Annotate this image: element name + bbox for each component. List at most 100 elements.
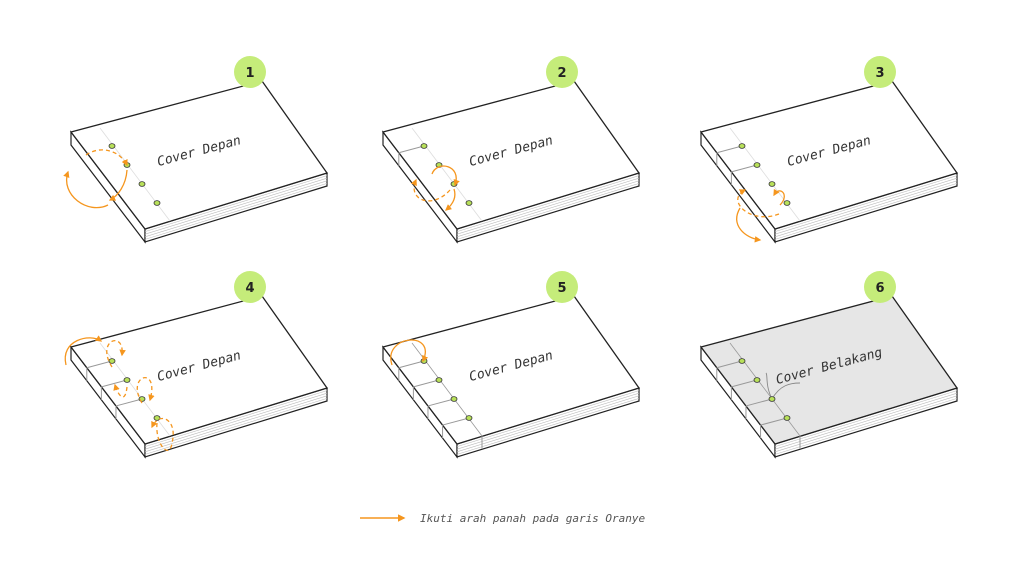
thread-ends <box>765 372 801 400</box>
page-line <box>144 395 328 453</box>
step-number: 1 <box>245 66 254 81</box>
stitch <box>731 164 758 173</box>
page-line <box>774 175 958 232</box>
page-line <box>456 398 640 455</box>
binding-hole <box>465 200 473 206</box>
stitch <box>398 360 425 369</box>
thread-direction-arrow <box>737 189 780 218</box>
thread-direction-arrow <box>64 335 103 366</box>
page-line <box>774 180 958 238</box>
stitch <box>716 360 743 369</box>
page-line <box>456 395 640 453</box>
binding-hole <box>738 143 746 149</box>
page-line <box>144 392 328 450</box>
book <box>699 80 959 244</box>
page-line <box>456 183 640 240</box>
book <box>381 295 641 459</box>
binding-hole <box>123 377 131 383</box>
binding-hole <box>420 143 428 149</box>
page-line <box>144 390 328 447</box>
thread-direction-arrow <box>63 170 109 209</box>
page-line <box>144 398 328 455</box>
binding-hole <box>123 162 131 168</box>
page-line <box>774 392 958 450</box>
step-number: 6 <box>875 281 884 296</box>
thread-direction-arrow <box>113 383 128 398</box>
binding-hole <box>138 181 146 187</box>
stitch <box>427 398 455 407</box>
step-number: 5 <box>557 281 566 296</box>
thread-direction-arrow <box>773 188 785 206</box>
page-line <box>456 177 640 235</box>
stitch <box>442 417 470 426</box>
book-cover <box>381 80 641 230</box>
page-line <box>144 175 328 232</box>
stitch <box>745 398 773 407</box>
legend: Ikuti arah panah pada garis Oranye <box>360 512 646 525</box>
binding-hole <box>738 358 746 364</box>
step-number: 2 <box>557 66 566 81</box>
page-line <box>456 390 640 447</box>
binding-hole <box>783 415 791 421</box>
stitch <box>760 417 788 426</box>
binding-hole <box>753 377 761 383</box>
book-cover <box>699 80 959 230</box>
binding-hole <box>768 181 776 187</box>
thread-direction-arrow <box>108 169 128 201</box>
thread-direction-arrow <box>410 178 451 202</box>
stitch <box>86 360 113 369</box>
book-cover <box>699 295 959 445</box>
page-line <box>774 183 958 240</box>
thread-direction-arrow <box>106 340 126 368</box>
binding-hole <box>450 396 458 402</box>
page-line <box>144 183 328 240</box>
page-line <box>774 390 958 447</box>
binding-hole <box>138 396 146 402</box>
page-line <box>456 180 640 238</box>
thread-direction-arrow <box>736 207 762 243</box>
binding-hole <box>153 415 161 421</box>
step-badge: 4 <box>234 271 266 303</box>
book <box>69 80 329 244</box>
book-cover <box>69 80 329 230</box>
step-badge: 3 <box>864 56 896 88</box>
thread-direction-arrow <box>445 188 456 211</box>
stitch <box>101 379 128 388</box>
stitch <box>731 379 758 388</box>
step-badge: 6 <box>864 271 896 303</box>
step-number: 4 <box>245 281 254 296</box>
binding-hole <box>753 162 761 168</box>
book <box>699 295 959 459</box>
step-badge: 2 <box>546 56 578 88</box>
binding-hole <box>435 377 443 383</box>
page-line <box>456 392 640 450</box>
stitch <box>398 145 425 154</box>
stitch <box>115 398 143 407</box>
stitch <box>716 145 743 154</box>
thread-direction-arrow <box>390 339 429 366</box>
binding-hole <box>108 143 116 149</box>
thread-direction-arrow <box>431 165 460 187</box>
step-badge: 1 <box>234 56 266 88</box>
legend-text: Ikuti arah panah pada garis Oranye <box>420 512 646 525</box>
page-line <box>774 177 958 235</box>
page-line <box>774 398 958 455</box>
stitch <box>413 379 440 388</box>
page-line <box>144 177 328 235</box>
book-cover <box>381 295 641 445</box>
book <box>381 80 641 244</box>
book <box>69 295 329 459</box>
book-cover <box>69 295 329 445</box>
binding-hole <box>465 415 473 421</box>
binding-hole <box>768 396 776 402</box>
binding-hole <box>153 200 161 206</box>
step-badge: 5 <box>546 271 578 303</box>
page-line <box>456 175 640 232</box>
